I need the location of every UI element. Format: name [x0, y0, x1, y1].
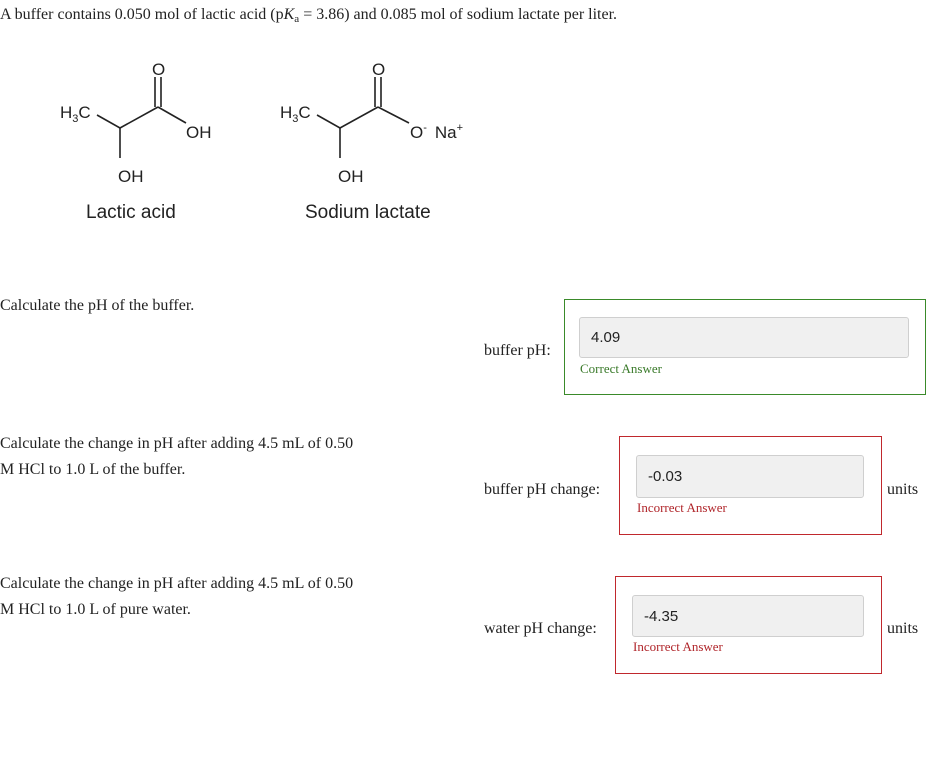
chemical-structures: H3C O OH OH Lactic acid H3C O O-Na+ OH S…: [60, 60, 463, 223]
svg-text:OH: OH: [338, 167, 364, 186]
problem-statement: A buffer contains 0.050 mol of lactic ac…: [0, 6, 618, 25]
buffer-ph-input[interactable]: 4.09: [579, 317, 909, 358]
carbonyl-oxygen-label: O: [152, 60, 165, 79]
svg-text:O-Na+: O-Na+: [410, 122, 463, 142]
buffer-ph-answer-box: 4.09 Correct Answer: [564, 299, 926, 395]
buffer-ph-label: buffer pH:: [484, 342, 551, 359]
question-3-prompt: Calculate the change in pH after adding …: [0, 575, 354, 618]
svg-text:H3C: H3C: [60, 103, 91, 125]
sodium-lactate-structure: [316, 77, 410, 158]
question-1-prompt: Calculate the pH of the buffer.: [0, 297, 195, 314]
sodium-lactate-name: Sodium lactate: [305, 202, 431, 223]
lactic-acid-name: Lactic acid: [86, 202, 176, 223]
hydroxyl-label: OH: [186, 123, 212, 142]
buffer-ph-change-input[interactable]: -0.03: [636, 455, 864, 498]
correct-answer-feedback: Correct Answer: [580, 361, 662, 376]
incorrect-answer-feedback: Incorrect Answer: [637, 500, 727, 515]
svg-text:H3C: H3C: [280, 103, 311, 125]
buffer-ph-change-units: units: [887, 481, 919, 498]
water-ph-change-input[interactable]: -4.35: [632, 595, 864, 637]
water-ph-change-answer-box: -4.35 Incorrect Answer: [615, 576, 882, 674]
question-2-prompt: Calculate the change in pH after adding …: [0, 435, 354, 478]
water-ph-change-label: water pH change:: [484, 620, 597, 637]
buffer-ph-change-label: buffer pH change:: [484, 481, 601, 498]
lactic-acid-structure: [96, 77, 187, 158]
water-ph-change-units: units: [887, 620, 919, 637]
svg-text:O: O: [372, 60, 385, 79]
buffer-ph-change-answer-box: -0.03 Incorrect Answer: [619, 436, 882, 535]
incorrect-answer-feedback: Incorrect Answer: [633, 639, 723, 654]
alpha-hydroxyl-label: OH: [118, 167, 144, 186]
